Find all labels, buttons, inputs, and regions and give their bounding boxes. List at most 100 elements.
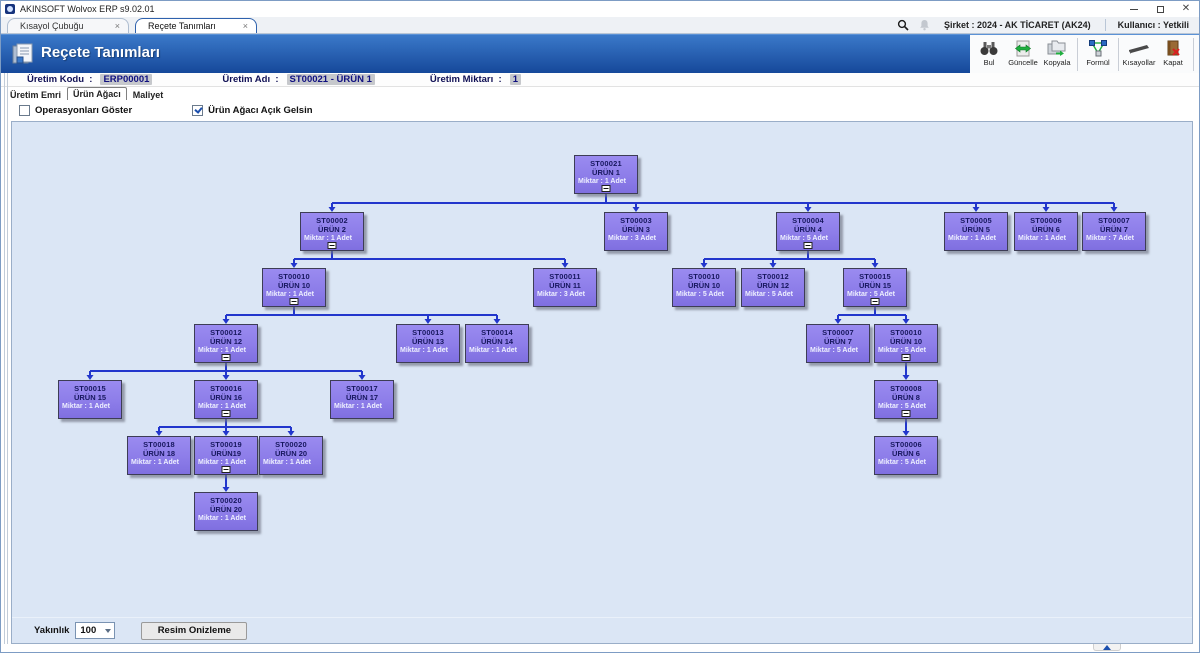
collapse-icon[interactable] bbox=[289, 298, 299, 305]
toolbar-separator bbox=[1193, 38, 1194, 71]
node-name: ÜRÜN 16 bbox=[209, 392, 243, 402]
node-code: ST00005 bbox=[960, 215, 992, 225]
option-label: Ürün Ağacı Açık Gelsin bbox=[208, 105, 313, 116]
collapse-icon[interactable] bbox=[221, 354, 231, 361]
shortcuts-icon bbox=[1128, 38, 1150, 58]
node-code: ST00004 bbox=[792, 215, 824, 225]
option-1[interactable]: Operasyonları Göster bbox=[19, 105, 132, 116]
zoom-select[interactable]: 100 bbox=[75, 622, 116, 639]
collapse-icon[interactable] bbox=[327, 242, 337, 249]
field-value[interactable]: ERP00001 bbox=[100, 74, 153, 85]
tab-close-icon[interactable]: × bbox=[242, 21, 248, 31]
mdi-tab-1[interactable]: Kısayol Çubuğu× bbox=[7, 18, 129, 33]
maximize-icon[interactable] bbox=[1147, 1, 1173, 17]
node-name: ÜRÜN 15 bbox=[858, 280, 892, 290]
option-label: Operasyonları Göster bbox=[35, 105, 133, 116]
tab-close-icon[interactable]: × bbox=[114, 21, 120, 31]
node-code: ST00020 bbox=[210, 495, 242, 505]
k-sayollar-button[interactable]: Kısayollar bbox=[1122, 36, 1156, 73]
form-l-button[interactable]: Formül bbox=[1081, 36, 1115, 73]
checkbox-unchecked-icon[interactable] bbox=[19, 105, 30, 116]
node-quantity: Miktar : 1 Adet bbox=[62, 403, 110, 410]
kopyala-button[interactable]: Kopyala bbox=[1040, 36, 1074, 73]
tab-ürün-ağacı[interactable]: Ürün Ağacı bbox=[67, 87, 127, 101]
collapse-icon[interactable] bbox=[601, 185, 611, 192]
toolbar-separator bbox=[1077, 38, 1078, 71]
toolbar-button-label: Formül bbox=[1086, 58, 1110, 67]
checkbox-checked-icon[interactable] bbox=[192, 105, 204, 116]
close-icon[interactable]: ✕ bbox=[1181, 3, 1191, 14]
field-value[interactable]: 1 bbox=[509, 74, 521, 85]
collapse-icon[interactable] bbox=[803, 242, 813, 249]
mdi-tab-2[interactable]: Reçete Tanımları× bbox=[135, 18, 257, 33]
node-name: ÜRÜN 10 bbox=[687, 280, 721, 290]
search-icon[interactable] bbox=[892, 19, 914, 31]
node-code: ST00021 bbox=[590, 158, 622, 168]
mdi-tab-bar: Kısayol Çubuğu×Reçete Tanımları× Şirket … bbox=[1, 17, 1199, 34]
bottom-strip bbox=[1, 644, 1199, 652]
kapat-button[interactable]: Kapat bbox=[1156, 36, 1190, 73]
collapse-icon[interactable] bbox=[221, 410, 231, 417]
node-quantity: Miktar : 5 Adet bbox=[810, 347, 858, 354]
node-name: ÜRÜN 13 bbox=[411, 336, 445, 346]
node-quantity: Miktar : 1 Adet bbox=[578, 178, 626, 185]
node-name: ÜRÜN 14 bbox=[480, 336, 514, 346]
node-code: ST00008 bbox=[890, 383, 922, 393]
node-quantity: Miktar : 5 Adet bbox=[745, 291, 793, 298]
collapse-icon[interactable] bbox=[870, 298, 880, 305]
zoom-label: Yakınlık bbox=[34, 625, 70, 636]
collapse-icon[interactable] bbox=[901, 410, 911, 417]
node-name: ÜRÜN 18 bbox=[142, 448, 176, 458]
image-preview-button[interactable]: Resim Onizleme bbox=[141, 621, 248, 640]
bell-icon[interactable] bbox=[914, 19, 936, 31]
node-code: ST00018 bbox=[143, 439, 175, 449]
node-code: ST00012 bbox=[757, 271, 789, 281]
collapse-icon[interactable] bbox=[901, 354, 911, 361]
expand-panel-button[interactable] bbox=[1093, 644, 1121, 651]
field-value[interactable]: ST00021 - ÜRÜN 1 bbox=[286, 74, 375, 85]
minimize-icon[interactable] bbox=[1121, 1, 1147, 17]
node-name: ÜRÜN 7 bbox=[824, 336, 852, 346]
node-name: ÜRÜN 20 bbox=[209, 504, 243, 514]
collapse-icon[interactable] bbox=[221, 466, 231, 473]
dock-gutter[interactable] bbox=[4, 73, 8, 644]
node-name: ÜRÜN 10 bbox=[889, 336, 923, 346]
tab-maliyet[interactable]: Maliyet bbox=[132, 90, 164, 100]
tab-üretim-emri[interactable]: Üretim Emri bbox=[10, 90, 62, 100]
refresh-icon bbox=[1014, 38, 1032, 58]
node-quantity: Miktar : 1 Adet bbox=[469, 347, 517, 354]
user-label: Kullanıcı : Yetkili bbox=[1117, 20, 1189, 30]
g-ncelle-button[interactable]: Güncelle bbox=[1006, 36, 1040, 73]
bul-button[interactable]: Bul bbox=[972, 36, 1006, 73]
option-2[interactable]: Ürün Ağacı Açık Gelsin bbox=[192, 105, 313, 116]
node-quantity: Miktar : 1 Adet bbox=[198, 459, 246, 466]
